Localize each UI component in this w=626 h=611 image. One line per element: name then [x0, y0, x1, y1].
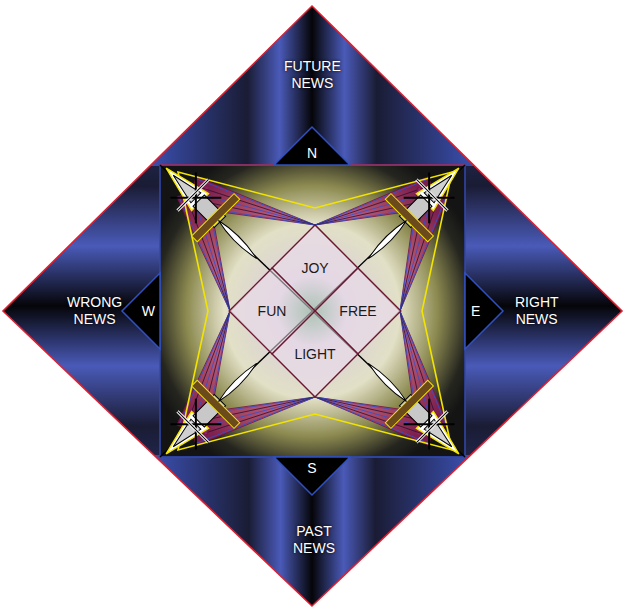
compass-letter: S — [307, 460, 316, 477]
tower — [145, 342, 278, 475]
compass-triangle: S — [274, 457, 350, 495]
triangle-fill — [274, 457, 350, 495]
diamond-fill — [272, 311, 358, 397]
news-region: RIGHT NEWS — [515, 294, 558, 328]
compass-triangle: E — [465, 273, 503, 349]
tower — [347, 147, 480, 280]
tower-cross — [177, 179, 208, 210]
quadrant-label: FUN — [258, 303, 287, 320]
tower-spindle — [216, 218, 258, 260]
news-region: FUTURE NEWS — [284, 58, 341, 92]
quadrant-label: FREE — [339, 303, 376, 320]
triangle-outline — [465, 273, 503, 349]
outer-diamond — [3, 6, 622, 606]
text-stack: RIGHT NEWS — [515, 294, 558, 328]
tower-spindle — [366, 218, 408, 260]
center-diamond-part: LIGHT — [272, 311, 358, 397]
news-label: FUTURE NEWS — [284, 58, 341, 92]
news-label: PAST NEWS — [293, 523, 335, 557]
tower-cross — [416, 179, 447, 210]
tower — [347, 342, 480, 475]
tower-spindle — [216, 361, 258, 403]
yellow-star — [178, 172, 452, 450]
quadrant-label: LIGHT — [294, 346, 335, 363]
triangle-fill — [122, 273, 160, 349]
triangle-fill — [274, 127, 350, 165]
quadrant-label: JOY — [301, 260, 328, 277]
tower-spindle — [366, 361, 408, 403]
news-region: PAST NEWS — [293, 523, 335, 557]
diagonal — [160, 165, 465, 457]
compass-letter: N — [307, 145, 317, 162]
news-label: RIGHT NEWS — [515, 294, 558, 328]
corner-towers — [145, 147, 480, 475]
compass-triangle: N — [274, 127, 350, 165]
tower-cross — [416, 411, 447, 442]
tower-cross — [177, 179, 208, 210]
top-band — [150, 6, 474, 166]
fan-rays — [177, 177, 449, 446]
compass-triangle: W — [122, 273, 160, 349]
bottom-band — [154, 455, 470, 606]
diagonal — [160, 165, 465, 457]
news-region: WRONG NEWS — [67, 294, 122, 328]
text-stack: WRONG NEWS — [67, 294, 122, 328]
tower — [145, 147, 278, 280]
tower-cross — [177, 411, 208, 442]
inner-square — [160, 165, 465, 457]
triangle-fill — [465, 273, 503, 349]
text-stack: FUTURE NEWS — [284, 58, 341, 92]
tower-cross — [177, 411, 208, 442]
compass-letter: W — [142, 303, 155, 320]
compass-letter: E — [471, 303, 480, 320]
tower-cross — [416, 179, 447, 210]
text-stack: PAST NEWS — [293, 523, 335, 557]
tower-cross — [416, 411, 447, 442]
outer-outline — [3, 6, 622, 606]
news-label: WRONG NEWS — [67, 294, 122, 328]
